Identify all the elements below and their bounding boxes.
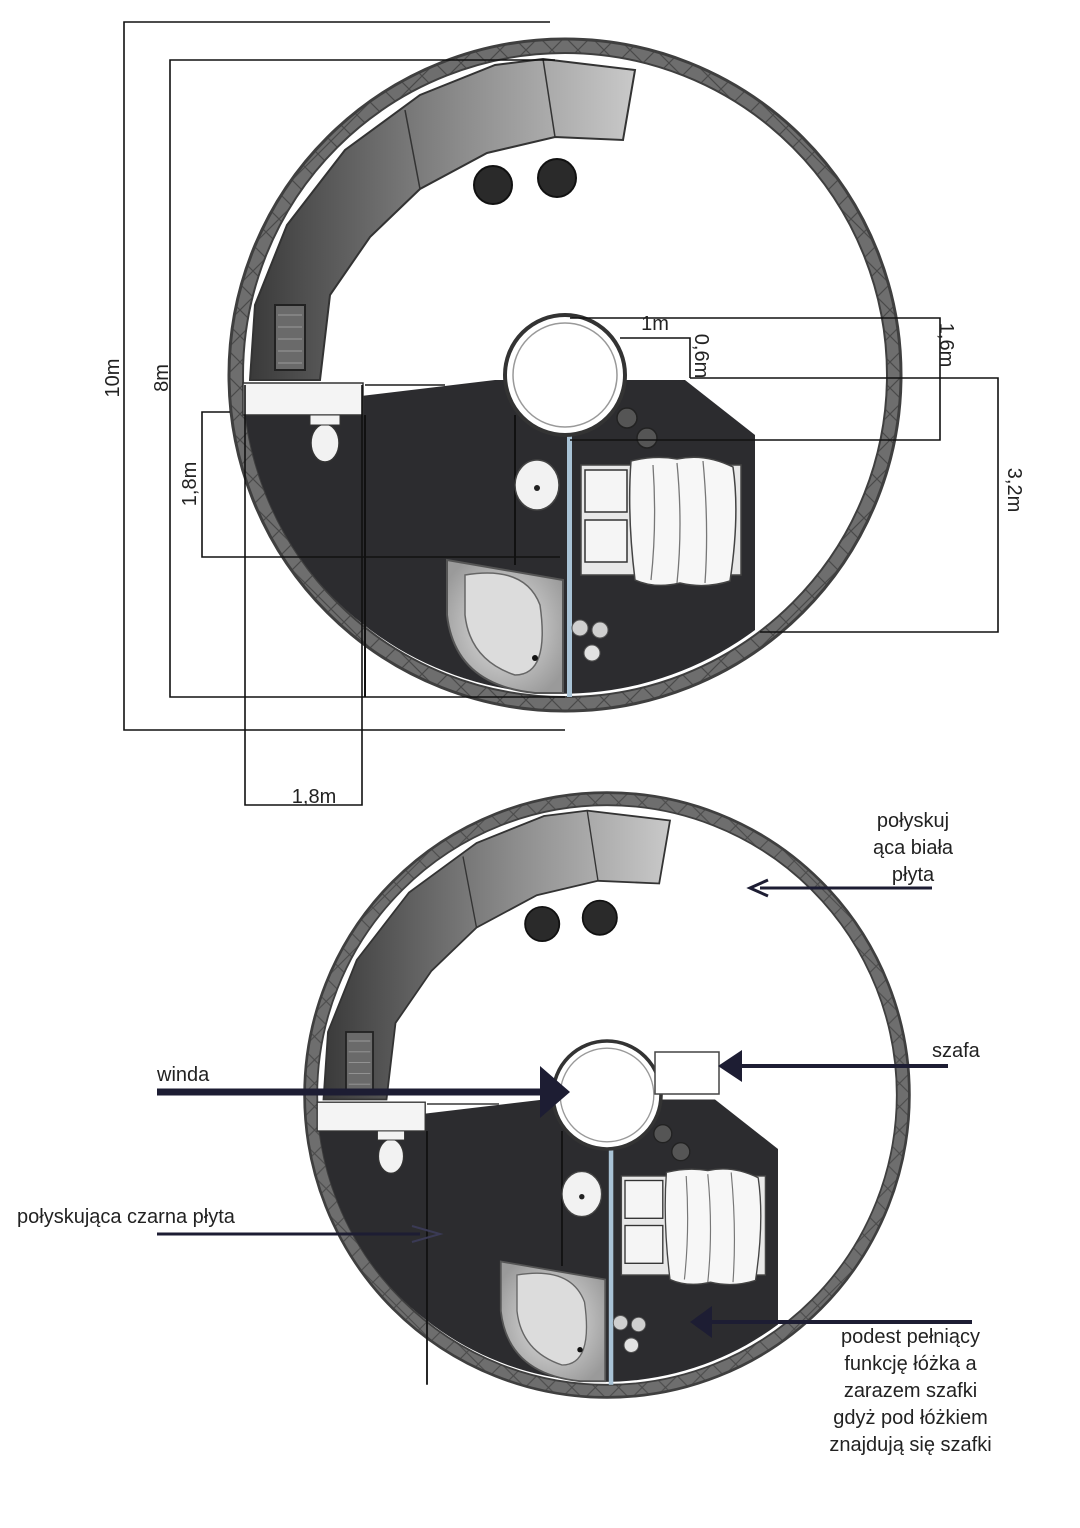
label-black-panel: połyskująca czarna płyta [17,1206,235,1228]
label-white-panel-line-1: połyskuj [876,810,950,832]
dimension-lines [123,21,999,806]
top-dome [229,39,901,711]
dim-10m: 10m [102,359,124,398]
annotation-arrows [157,878,972,1338]
dim-1-8m-vertical: 1,8m [179,462,201,506]
label-platform-line-1: podest pełniący [841,1326,980,1348]
label-platform: podest pełniący funkcję łóżka a zarazem … [808,1324,1013,1459]
label-white-panel-line-3: płyta [891,864,935,886]
dim-1m: 1m [641,313,669,335]
wardrobe-block [654,1051,720,1095]
label-wardrobe: szafa [932,1040,980,1062]
label-white-panel-line-2: ąca biała [872,837,954,859]
label-white-panel: połyskuj ąca biała płyta [858,808,968,889]
top-floor-plan: 10m 8m 1m 0,6m 1,6m 1,8m 3,2m 1,8m [102,21,1025,808]
label-platform-line-4: gdyż pod łóżkiem [833,1407,988,1429]
label-platform-line-5: znajdują się szafki [829,1434,992,1456]
dim-1-8m-horizontal: 1,8m [292,786,336,808]
dim-3-2m: 3,2m [1003,468,1025,512]
bottom-floor-plan [157,793,972,1398]
label-elevator: winda [157,1064,210,1086]
dim-0-6m: 0,6m [690,334,712,378]
dim-1-6m: 1,6m [935,323,957,367]
dim-8m: 8m [151,364,173,392]
label-platform-line-2: funkcję łóżka a [844,1353,977,1375]
label-platform-line-3: zarazem szafki [843,1380,978,1402]
